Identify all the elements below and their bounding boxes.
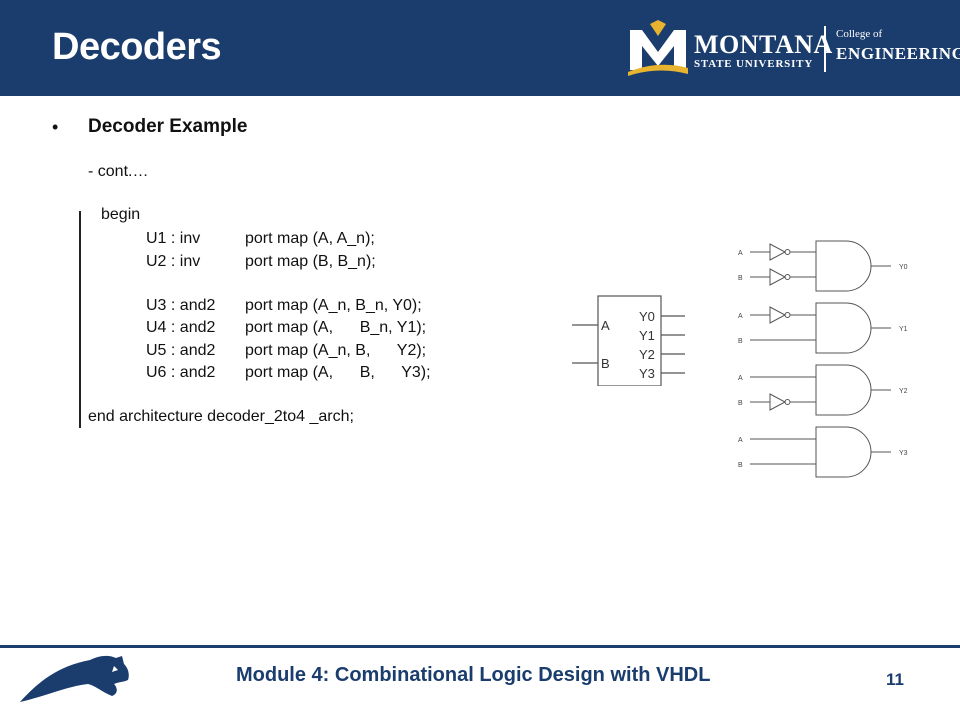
gate-input-label: B — [738, 275, 743, 282]
bullet-heading: Decoder Example — [88, 116, 248, 137]
code-row-map: port map (A, B_n, Y1); — [245, 319, 427, 336]
gate-input-label: A — [738, 375, 743, 382]
code-row-label: U6 : and2 — [146, 364, 216, 381]
code-bracket-line — [79, 211, 81, 428]
logo-subtitle: STATE UNIVERSITY — [694, 58, 814, 70]
code-row-map: port map (B, B_n); — [245, 253, 376, 270]
footer-module-title: Module 4: Combinational Logic Design wit… — [236, 664, 711, 686]
msu-logo: MONTANA STATE UNIVERSITY College of ENGI… — [626, 20, 960, 76]
logo-divider — [824, 26, 826, 72]
header-bar — [0, 0, 960, 96]
code-row-map: port map (A_n, B_n, Y0); — [245, 297, 422, 314]
block-input-a: A — [601, 318, 610, 333]
block-output-y1: Y1 — [639, 328, 655, 343]
decoder-block-diagram: A B Y0 Y1 Y2 Y3 — [572, 295, 685, 386]
logo-engineering: ENGINEERING — [836, 44, 960, 63]
and-gate-y3 — [750, 426, 891, 478]
gate-input-label: A — [738, 437, 743, 444]
code-row-label: U5 : and2 — [146, 342, 216, 359]
code-row-label: U2 : inv — [146, 253, 201, 270]
gate-input-label: B — [738, 400, 743, 407]
code-begin: begin — [101, 206, 141, 223]
gate-schematic: A B Y0 A B Y1 A B Y2 A B Y3 — [738, 240, 908, 478]
page-number: 11 — [886, 670, 904, 689]
code-end: end architecture decoder_2to4 _arch; — [88, 408, 354, 425]
gate-output-label: Y1 — [899, 326, 908, 333]
gate-output-label: Y0 — [899, 264, 908, 271]
footer-divider — [0, 645, 960, 648]
code-row-map: port map (A, A_n); — [245, 230, 375, 247]
block-output-y0: Y0 — [639, 309, 655, 324]
logo-college: College of — [836, 28, 883, 40]
gate-input-label: B — [738, 338, 743, 345]
code-row-map: port map (A, B, Y3); — [245, 364, 431, 381]
slide-title: Decoders — [52, 26, 222, 68]
gate-input-label: A — [738, 313, 743, 320]
and-gate-y2 — [750, 364, 891, 416]
bullet-dot: • — [52, 117, 59, 137]
gate-output-label: Y3 — [899, 450, 908, 457]
and-gate-y1 — [750, 302, 891, 354]
logo-name: MONTANA — [694, 30, 833, 59]
block-output-y3: Y3 — [639, 366, 655, 381]
bobcat-logo-icon — [20, 655, 129, 702]
gate-output-label: Y2 — [899, 388, 908, 395]
code-row-map: port map (A_n, B, Y2); — [245, 342, 427, 359]
code-row-label: U3 : and2 — [146, 297, 216, 314]
block-output-y2: Y2 — [639, 347, 655, 362]
gate-input-label: A — [738, 250, 743, 257]
gate-input-label: B — [738, 462, 743, 469]
block-input-b: B — [601, 356, 610, 371]
cont-text: - cont.… — [88, 163, 149, 180]
code-row-label: U4 : and2 — [146, 319, 216, 336]
msu-m-logo-icon — [628, 20, 688, 76]
and-gate-y0 — [750, 240, 891, 292]
code-row-label: U1 : inv — [146, 230, 201, 247]
